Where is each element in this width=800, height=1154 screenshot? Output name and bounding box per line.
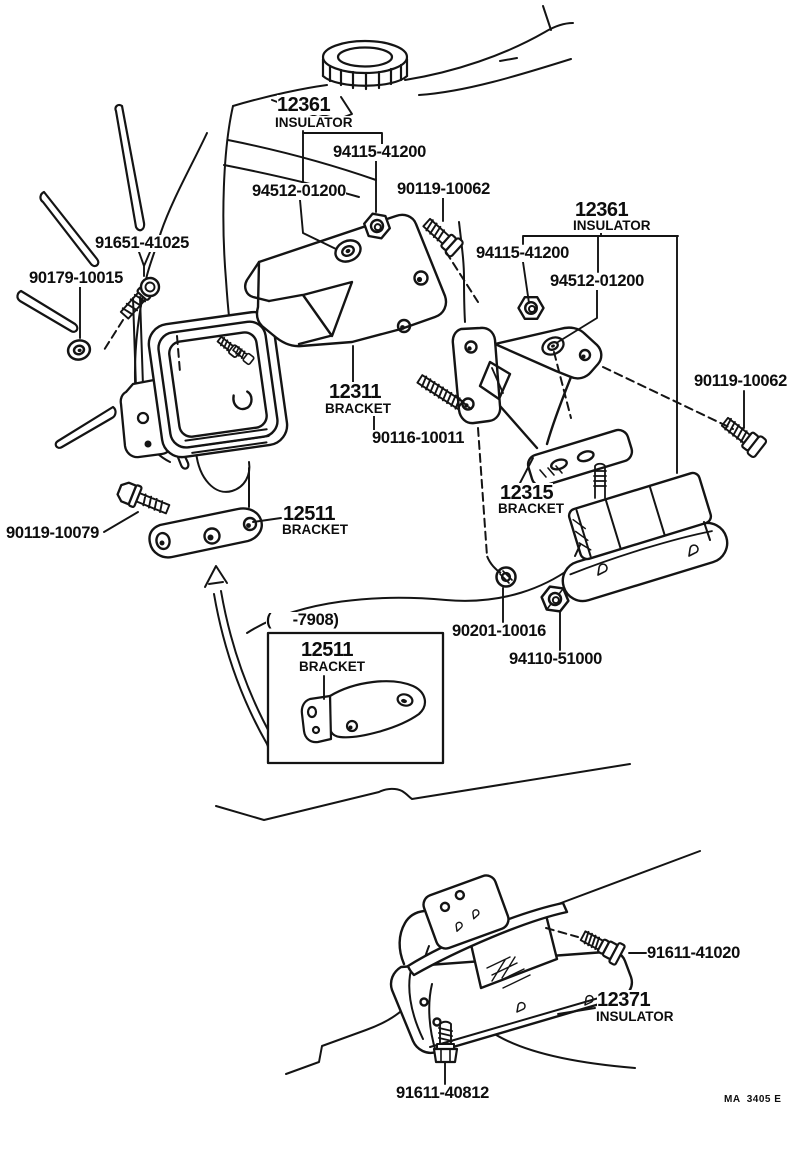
callout-washer-front-rh: 94512-01200 [550,272,644,290]
callout-insulator-rear-no: 12371 [597,989,651,1011]
curved-arrow-icon [204,565,277,763]
callout-fan-washer: 90179-10015 [29,269,123,287]
washer-icon [334,239,362,263]
hex-nut-icon [362,212,392,240]
flange-bolt-icon [579,930,626,966]
insulator-12371-drawing [389,874,634,1055]
grommet-icon [66,339,92,361]
callout-nut-rear-plate: 94110-51000 [509,650,603,668]
callout-insulator-front-rh-name: INSULATOR [573,218,651,233]
insulator-12361-front-drawing [147,310,289,459]
flange-bolt-icon [422,217,464,258]
callout-washer-front: 94512-01200 [252,182,346,200]
callout-bracket-front-name: BRACKET [325,401,391,416]
flange-bolt-icon [116,481,171,515]
oil-filler-cap-icon [321,39,409,91]
callout-bracket-front-rh-no: 12315 [500,482,554,504]
alignment-dashed-lines [103,251,734,938]
dashed-tail [486,555,502,574]
callout-bracket-side-early-name: BRACKET [299,659,365,674]
callout-nut-front-rh: 94115-41200 [476,244,570,262]
flange-bolt-icon [720,416,768,459]
flange-bolt-icon [432,1020,459,1064]
callout-bracket-front-rh-name: BRACKET [498,501,564,516]
washer-icon [495,566,517,588]
callout-bolt-rear-lower: 91611-40812 [396,1084,490,1102]
callout-bracket-front-no: 12311 [329,381,382,403]
callout-insulator-front-no: 12361 [277,94,331,116]
bracket-12511-inset-drawing [300,680,427,744]
inset-range-note: ( -7908) [266,611,339,629]
callout-bracket-side-no: 12511 [283,503,336,525]
callout-bracket-side-name: BRACKET [282,522,348,537]
hex-nut-icon [517,296,545,320]
insulator-12361-rh-drawing [561,462,729,603]
callout-bolt-rh: 90119-10062 [694,372,788,390]
callout-insulator-front-name: INSULATOR [275,115,353,130]
bracket-12511-drawing [148,507,263,559]
callout-insulator-rear-name: INSULATOR [596,1009,674,1024]
callout-bolt-front-upper: 90119-10062 [397,180,491,198]
callout-bracket-side-early-no: 12511 [301,639,354,661]
fan-bolt-icon [119,276,161,320]
callout-stud: 90116-10011 [372,429,465,447]
callout-bolt-lh: 90119-10079 [6,524,100,542]
bracket-12311-drawing [244,213,448,348]
callout-nut-front: 94115-41200 [333,143,427,161]
bracket-12315-drawing [451,326,634,488]
callout-washer-rear-plate: 90201-10016 [452,622,546,640]
callout-fan-bolt: 91651-41025 [95,234,189,252]
callout-insulator-front-rh-no: 12361 [575,199,629,221]
stud-bolt-icon [416,374,464,410]
figure-code: MA 3405 E [724,1094,782,1105]
fan-icon [16,103,190,470]
callout-bolt-rear-upper: 91611-41020 [647,944,741,962]
